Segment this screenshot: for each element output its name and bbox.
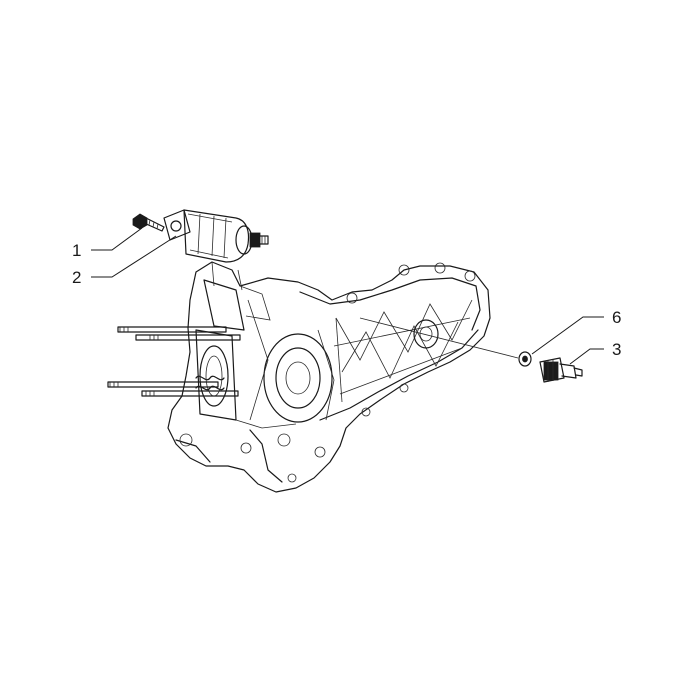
crankcase [167,261,491,493]
bolt [132,213,165,232]
starter-motor [163,209,269,263]
callout-1: 1 [72,241,81,260]
callout-6: 6 [612,308,621,327]
callout-2: 2 [72,268,81,287]
sensor [539,357,583,383]
callouts: 1 2 6 3 [72,241,621,359]
washer [518,351,532,367]
cylinder-studs [107,326,241,397]
leader-lines [91,227,604,365]
callout-3: 3 [612,340,621,359]
